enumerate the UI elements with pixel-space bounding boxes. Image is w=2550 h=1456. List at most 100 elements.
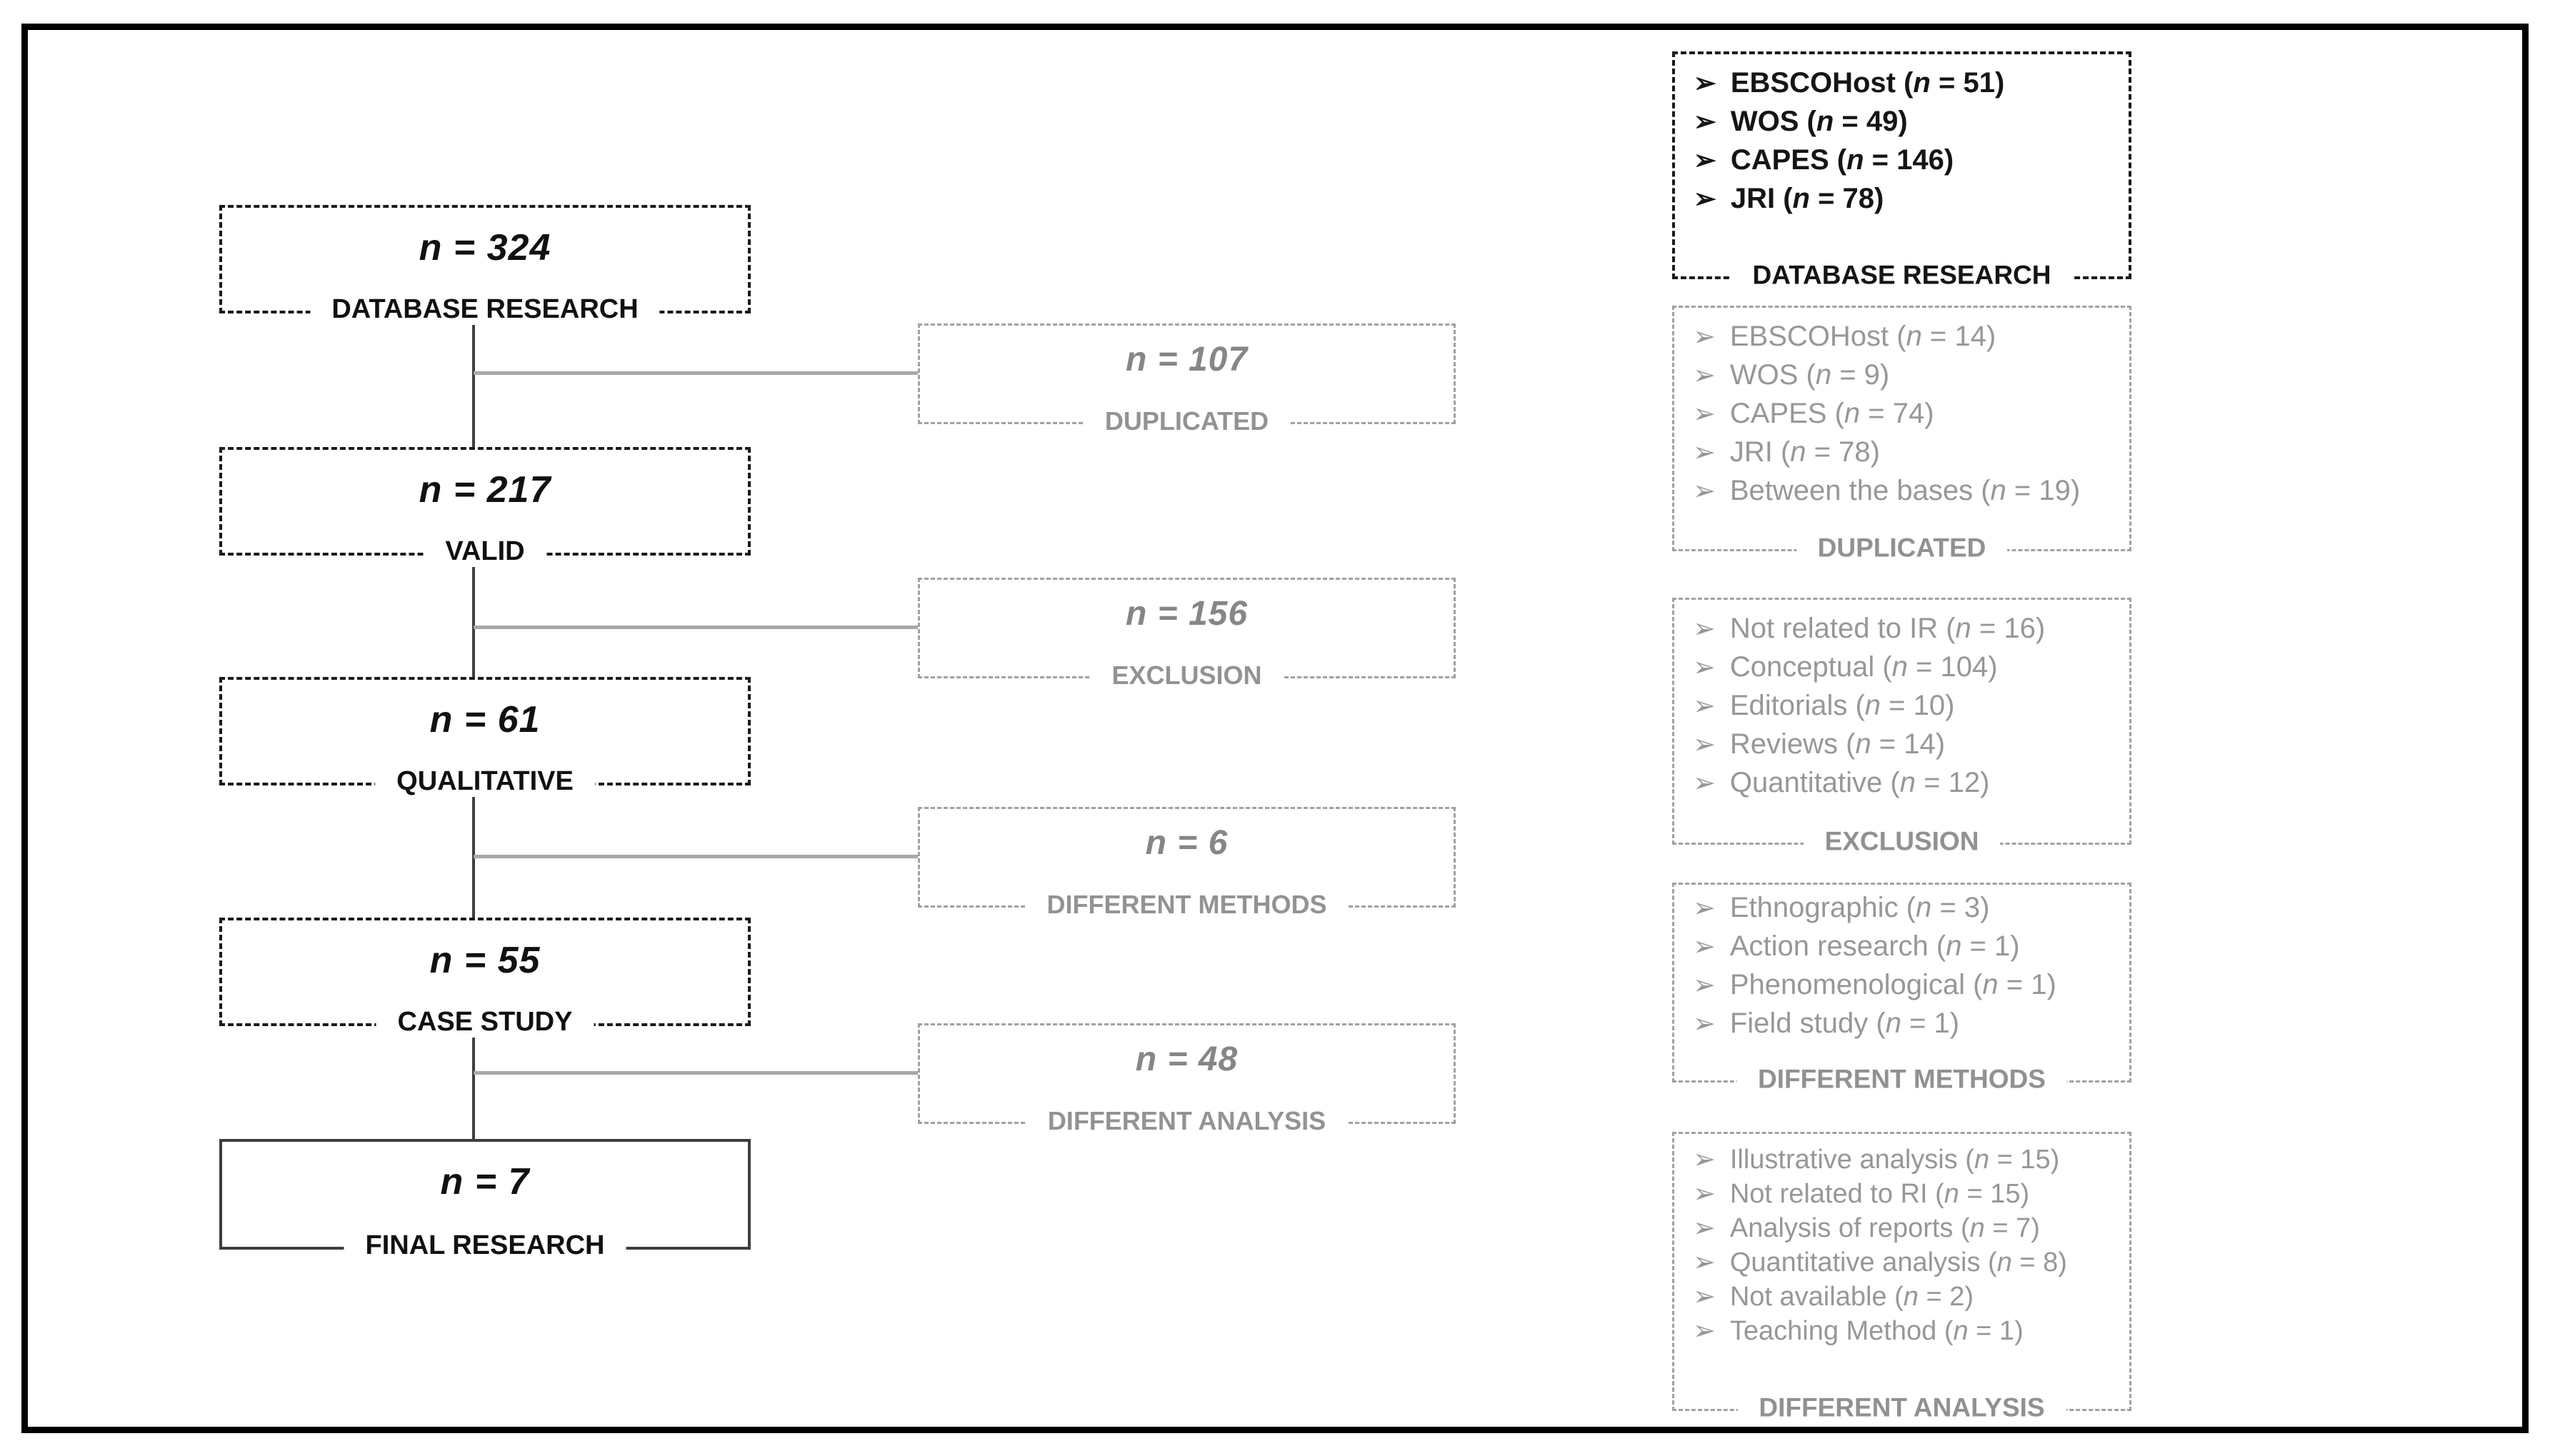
box-exclusion: n = 156 EXCLUSION bbox=[918, 578, 1456, 691]
arrow-bullet-icon: ➢ bbox=[1693, 1213, 1716, 1243]
qualitative-count: n = 61 bbox=[429, 699, 541, 740]
detail-item-text: Not related to IR (n = 16) bbox=[1729, 613, 2046, 644]
different-methods-detail-label: DIFFERENT METHODS bbox=[1736, 1064, 2067, 1095]
different-analysis-count: n = 48 bbox=[1135, 1040, 1239, 1078]
detail-item-text: JRI (n = 78) bbox=[1729, 436, 1880, 468]
detail-item: ➢ Not related to IR (n = 16) bbox=[1693, 610, 2122, 648]
arrow-bullet-icon: ➢ bbox=[1693, 970, 1716, 1000]
detail-item: ➢ Conceptual (n = 104) bbox=[1693, 648, 2122, 687]
final-research-label: FINAL RESEARCH bbox=[344, 1230, 626, 1262]
detail-item: ➢Quantitative analysis (n = 8) bbox=[1693, 1245, 2122, 1280]
arrow-bullet-icon: ➢ bbox=[1693, 438, 1716, 468]
box-database-research: n = 324 DATABASE RESEARCH bbox=[219, 205, 751, 326]
arrow-bullet-icon: ➢ bbox=[1693, 1009, 1716, 1039]
detail-item: ➢ Illustrative analysis (n = 15) bbox=[1693, 1143, 2122, 1177]
detail-item-text: Between the bases (n = 19) bbox=[1729, 475, 2081, 506]
arrow-bullet-icon: ➢ bbox=[1693, 361, 1716, 391]
detail-item-text: CAPES (n = 146) bbox=[1730, 144, 1954, 176]
different-analysis-label: DIFFERENT ANALYSIS bbox=[1026, 1107, 1348, 1136]
detail-item-text: EBSCOHost (n = 51) bbox=[1730, 67, 2005, 99]
box-case-study: n = 55 CASE STUDY bbox=[219, 918, 751, 1038]
detail-box-duplicated: ➢ EBSCOHost (n = 14) ➢ WOS (n = 9) ➢ CAPES (n… bbox=[1672, 306, 2131, 563]
arrow-bullet-icon: ➢ bbox=[1693, 691, 1716, 721]
detail-item-text: Ethnographic (n = 3) bbox=[1729, 892, 1990, 923]
different-analysis-detail-label: DIFFERENT ANALYSIS bbox=[1737, 1392, 2066, 1423]
exclusion-count: n = 156 bbox=[1125, 595, 1249, 633]
detail-item: ➢ Field study (n = 1) bbox=[1693, 1005, 2122, 1043]
detail-item-text: Action research (n = 1) bbox=[1729, 930, 2020, 962]
arrow-bullet-icon: ➢ bbox=[1693, 730, 1716, 760]
connector-qualitative-to-casestudy bbox=[472, 785, 475, 918]
detail-item-text: Quantitative (n = 12) bbox=[1729, 767, 1990, 798]
database-research-items: ➢EBSCOHost (n = 51)➢WOS (n = 49)➢CAPES (… bbox=[1675, 54, 2129, 219]
detail-item-text: Not related to RI (n = 15) bbox=[1729, 1179, 2030, 1209]
detail-item: ➢ Between the bases (n = 19) bbox=[1693, 472, 2122, 511]
qualitative-label: QUALITATIVE bbox=[375, 766, 595, 798]
database-research-count: n = 324 bbox=[419, 227, 551, 268]
arrow-bullet-icon: ➢ bbox=[1693, 1145, 1716, 1175]
detail-item: ➢ CAPES (n = 74) bbox=[1693, 395, 2122, 433]
branch-line-exclusion bbox=[474, 626, 918, 629]
arrow-bullet-icon: ➢ bbox=[1693, 322, 1716, 352]
detail-item: ➢Not available (n = 2) bbox=[1693, 1280, 2122, 1314]
detail-box-database-research: ➢EBSCOHost (n = 51)➢WOS (n = 49)➢CAPES (… bbox=[1672, 51, 2131, 291]
detail-item-text: Field study (n = 1) bbox=[1729, 1008, 1960, 1039]
detail-box-exclusion: ➢ Not related to IR (n = 16) ➢ Conceptual (… bbox=[1672, 598, 2131, 857]
detail-item-text: Conceptual (n = 104) bbox=[1729, 651, 1998, 683]
duplicated-items: ➢ EBSCOHost (n = 14) ➢ WOS (n = 9) ➢ CAPES (n… bbox=[1674, 308, 2129, 511]
different-methods-count: n = 6 bbox=[1145, 824, 1229, 862]
duplicated-count: n = 107 bbox=[1125, 341, 1249, 378]
arrow-bullet-icon: ➢ bbox=[1694, 107, 1716, 137]
detail-item-text: Illustrative analysis (n = 15) bbox=[1729, 1145, 2060, 1175]
arrow-bullet-icon: ➢ bbox=[1694, 184, 1716, 214]
detail-item: ➢Not related to RI (n = 15) bbox=[1693, 1177, 2122, 1211]
detail-item-text: Phenomenological (n = 1) bbox=[1729, 969, 2056, 1000]
detail-item: ➢ WOS (n = 9) bbox=[1693, 356, 2122, 395]
arrow-bullet-icon: ➢ bbox=[1693, 1316, 1716, 1346]
detail-item: ➢ Teaching Method (n = 1) bbox=[1693, 1314, 2122, 1348]
case-study-label: CASE STUDY bbox=[376, 1007, 594, 1038]
detail-item: ➢Editorials (n = 10) bbox=[1693, 687, 2122, 726]
box-duplicated: n = 107 DUPLICATED bbox=[918, 323, 1456, 436]
detail-item: ➢ Phenomenological (n = 1) bbox=[1693, 966, 2122, 1005]
arrow-bullet-icon: ➢ bbox=[1694, 146, 1716, 176]
arrow-bullet-icon: ➢ bbox=[1693, 653, 1716, 683]
final-research-count: n = 7 bbox=[440, 1161, 530, 1203]
branch-line-different-analysis bbox=[474, 1071, 918, 1075]
different-methods-items: ➢Ethnographic (n = 3)➢Action research (n… bbox=[1674, 885, 2129, 1043]
box-different-analysis: n = 48 DIFFERENT ANALYSIS bbox=[918, 1023, 1456, 1136]
database-research-detail-label: DATABASE RESEARCH bbox=[1731, 260, 2073, 291]
arrow-bullet-icon: ➢ bbox=[1694, 69, 1716, 99]
detail-item-text: Teaching Method (n = 1) bbox=[1729, 1316, 2024, 1346]
arrow-bullet-icon: ➢ bbox=[1693, 476, 1716, 506]
different-methods-label: DIFFERENT METHODS bbox=[1025, 890, 1349, 920]
case-study-count: n = 55 bbox=[429, 940, 541, 981]
detail-item: ➢ Analysis of reports (n = 7) bbox=[1693, 1211, 2122, 1245]
detail-item-text: CAPES (n = 74) bbox=[1729, 398, 1934, 429]
valid-label: VALID bbox=[424, 536, 546, 568]
box-qualitative: n = 61 QUALITATIVE bbox=[219, 677, 751, 798]
detail-box-different-analysis: ➢Illustrative analysis (n = 15)➢Not rela… bbox=[1672, 1132, 2131, 1423]
detail-item-text: Reviews (n = 14) bbox=[1729, 728, 1946, 760]
arrow-bullet-icon: ➢ bbox=[1693, 614, 1716, 644]
arrow-bullet-icon: ➢ bbox=[1693, 1282, 1716, 1312]
arrow-bullet-icon: ➢ bbox=[1693, 932, 1716, 962]
detail-item: ➢ EBSCOHost (n = 14) bbox=[1693, 318, 2122, 356]
branch-line-duplicated bbox=[474, 371, 918, 375]
detail-item: ➢Ethnographic (n = 3) bbox=[1693, 889, 2122, 928]
detail-item: ➢ Reviews (n = 14) bbox=[1693, 726, 2122, 764]
detail-item: ➢ JRI (n = 78) bbox=[1693, 433, 2122, 472]
detail-item-text: WOS (n = 9) bbox=[1729, 359, 1890, 391]
duplicated-label: DUPLICATED bbox=[1083, 407, 1291, 436]
arrow-bullet-icon: ➢ bbox=[1693, 399, 1716, 429]
detail-item: ➢ CAPES (n = 146) bbox=[1694, 141, 2121, 180]
branch-line-different-methods bbox=[474, 855, 918, 858]
detail-item-text: EBSCOHost (n = 14) bbox=[1729, 321, 1996, 352]
exclusion-label: EXCLUSION bbox=[1090, 661, 1284, 691]
connector-database-to-valid bbox=[472, 313, 475, 447]
arrow-bullet-icon: ➢ bbox=[1693, 1247, 1716, 1277]
detail-item: ➢WOS (n = 49) bbox=[1694, 103, 2121, 141]
detail-box-different-methods: ➢Ethnographic (n = 3)➢Action research (n… bbox=[1672, 883, 2131, 1095]
detail-item: ➢ Action research (n = 1) bbox=[1693, 928, 2122, 966]
detail-item-text: Analysis of reports (n = 7) bbox=[1729, 1213, 2040, 1243]
